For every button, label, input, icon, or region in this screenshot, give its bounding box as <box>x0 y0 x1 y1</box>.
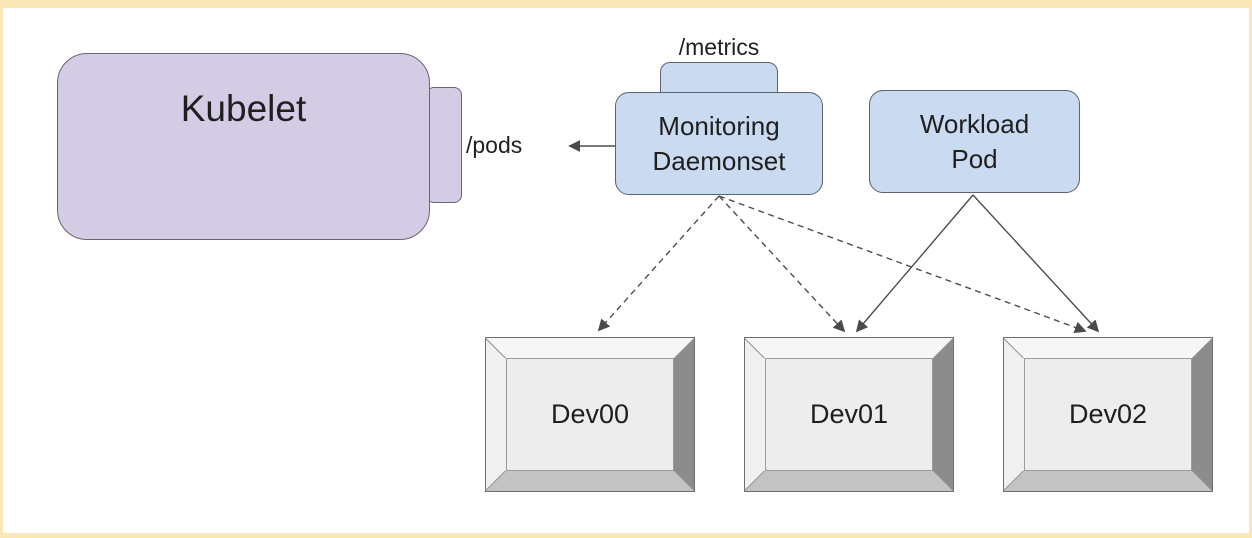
kubelet-label: Kubelet <box>180 88 307 129</box>
monitoring-daemonset-node: Monitoring Daemonset <box>615 92 823 195</box>
device-node-dev02: Dev02 <box>1003 337 1213 492</box>
device-bevel <box>1004 338 1212 491</box>
edge-monitoring-dev01 <box>718 195 846 333</box>
kubelet-node: Kubelet <box>57 53 430 240</box>
device-node-dev00: Dev00 <box>485 337 695 492</box>
edge-monitoring-dev00 <box>597 195 720 332</box>
device-panel <box>1024 358 1192 471</box>
edge-workload-dev01 <box>855 194 974 333</box>
pods-endpoint-label: /pods <box>466 132 523 158</box>
edge-workload-dev02 <box>972 194 1100 333</box>
device-panel <box>506 358 674 471</box>
device-label: Dev02 <box>1068 399 1148 429</box>
device-label: Dev00 <box>550 399 630 429</box>
device-panel <box>765 358 933 471</box>
device-bevel <box>486 338 694 491</box>
workload-pod-node: Workload Pod <box>869 90 1080 193</box>
device-bevel <box>745 338 953 491</box>
monitoring-daemonset-label: Monitoring Daemonset <box>652 110 786 176</box>
device-node-dev01: Dev01 <box>744 337 954 492</box>
device-label: Dev01 <box>809 399 889 429</box>
edge-monitoring-dev02 <box>718 195 1087 334</box>
workload-pod-label: Workload Pod <box>919 108 1030 174</box>
kubelet-port-box <box>426 87 462 203</box>
metrics-endpoint-label: /metrics <box>678 34 760 60</box>
